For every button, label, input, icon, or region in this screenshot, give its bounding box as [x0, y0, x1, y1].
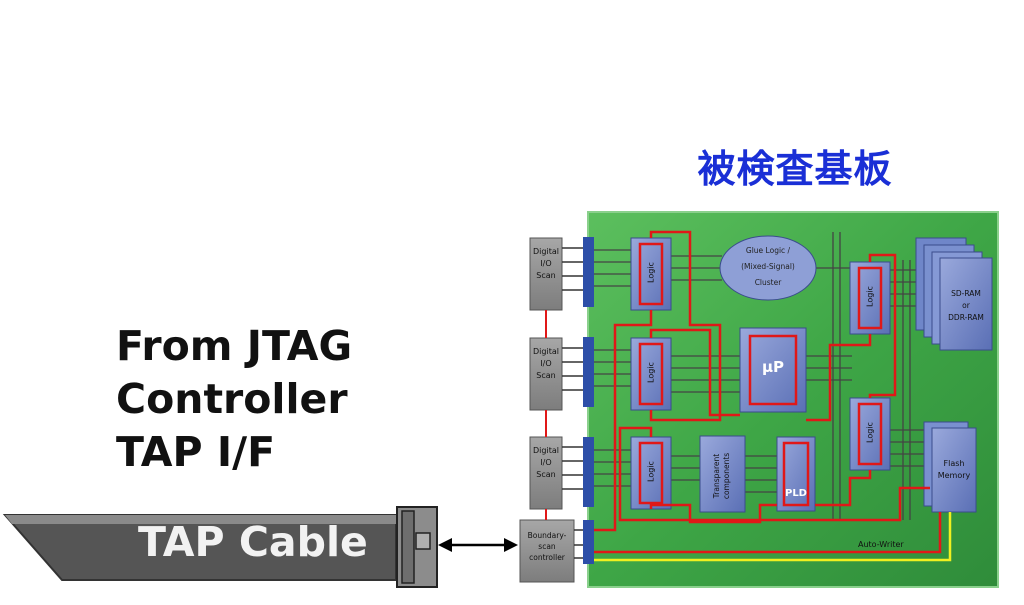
- flash-label: Flash Memory: [932, 458, 976, 482]
- controller-line-3: controller: [529, 553, 565, 562]
- edge-connector-2: [583, 337, 594, 407]
- logic-label-5: Logic: [865, 422, 875, 443]
- scan-block-1-line-3: Scan: [536, 271, 556, 280]
- ram-line-2: or: [962, 301, 970, 310]
- logic-chip-1: [630, 237, 672, 311]
- glue-line-2: (Mixed-Signal): [741, 262, 795, 271]
- scan-block-2-label: Digital I/O Scan: [530, 346, 562, 382]
- tap-connector-face: [401, 510, 415, 584]
- ram-line-3: DDR-RAM: [948, 313, 984, 322]
- arrow-head-right-icon: [504, 538, 518, 552]
- bus-lines: [594, 232, 924, 520]
- scan-block-1: [529, 237, 563, 311]
- logic-chip-5: [849, 397, 891, 471]
- source-label-line-1: From JTAG: [116, 322, 353, 370]
- glue-logic-cluster: [719, 235, 817, 301]
- ram-line-1: SD-RAM: [951, 289, 981, 298]
- tap-cable-highlight: [5, 515, 396, 524]
- scan-block-2-line-2: I/O: [540, 359, 552, 368]
- glue-line-3: Cluster: [754, 278, 782, 287]
- logic-label-1: Logic: [646, 262, 656, 283]
- scan-block-1-label: Digital I/O Scan: [530, 246, 562, 282]
- transparent-line-2: components: [722, 452, 731, 500]
- logic-label-3: Logic: [646, 461, 656, 482]
- scan-block-3-label: Digital I/O Scan: [530, 445, 562, 481]
- flash-memory: [923, 421, 977, 513]
- flash-line-1: Flash: [943, 459, 965, 468]
- tap-cable-label: TAP Cable: [138, 518, 368, 566]
- scan-block-2: [529, 337, 563, 411]
- scan-block-3: [529, 436, 563, 510]
- edge-connector-4: [583, 520, 594, 564]
- arrow-head-left-icon: [438, 538, 452, 552]
- ram-stack: [915, 237, 993, 351]
- logic-label-2: Logic: [646, 362, 656, 383]
- glue-line-1: Glue Logic /: [745, 246, 791, 255]
- board-title: 被検査基板: [697, 147, 893, 191]
- scan-block-3-line-3: Scan: [536, 470, 556, 479]
- microprocessor-label: μP: [761, 358, 785, 376]
- source-label-line-3: TAP I/F: [116, 428, 276, 476]
- pld-label: PLD: [784, 488, 807, 499]
- transparent-components: [699, 435, 746, 513]
- auto-writer-path: [594, 512, 952, 562]
- controller-label: Boundary- scan controller: [520, 530, 574, 563]
- transparent-label: Transparent components: [712, 440, 732, 512]
- scan-block-1-line-2: I/O: [540, 259, 552, 268]
- ram-label: SD-RAM or DDR-RAM: [940, 288, 992, 324]
- auto-writer-label: Auto-Writer: [858, 540, 904, 549]
- flash-line-2: Memory: [937, 471, 971, 480]
- logic-label-4: Logic: [865, 286, 875, 307]
- controller-line-2: scan: [538, 542, 556, 551]
- edge-connector-1: [583, 237, 594, 307]
- transparent-line-1: Transparent: [712, 453, 721, 499]
- scan-chain-board: [594, 230, 942, 554]
- source-label: From JTAG Controller TAP I/F: [116, 320, 352, 479]
- scan-block-1-line-1: Digital: [533, 247, 559, 256]
- scan-block-2-line-1: Digital: [533, 347, 559, 356]
- logic-chip-2: [630, 337, 672, 411]
- tap-connector-pin: [415, 532, 431, 550]
- edge-connector-3: [583, 437, 594, 507]
- logic-chip-3: [630, 436, 672, 510]
- pld-chip: [776, 436, 816, 512]
- scan-wires: [562, 247, 583, 559]
- scan-block-3-line-1: Digital: [533, 446, 559, 455]
- source-label-line-2: Controller: [116, 375, 348, 423]
- scan-block-3-line-2: I/O: [540, 458, 552, 467]
- microprocessor-chip: [739, 327, 807, 413]
- controller-line-1: Boundary-: [527, 531, 567, 540]
- glue-logic-label: Glue Logic / (Mixed-Signal) Cluster: [720, 243, 816, 291]
- scan-block-2-line-3: Scan: [536, 371, 556, 380]
